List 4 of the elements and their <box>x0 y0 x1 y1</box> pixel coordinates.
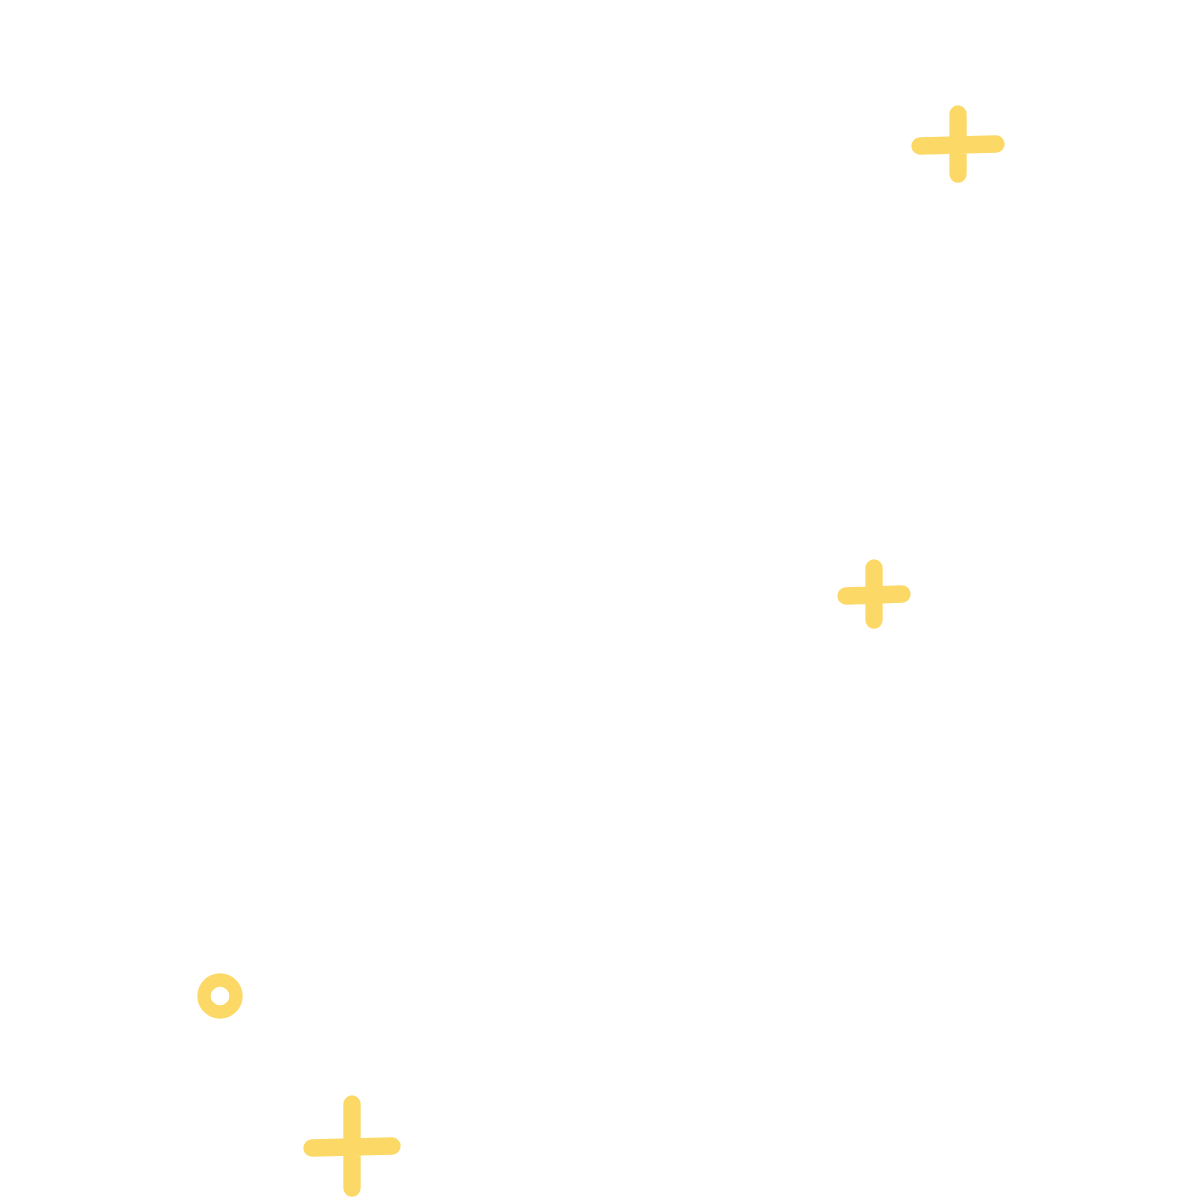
cross-mark <box>837 559 911 629</box>
ring-mark <box>197 973 243 1019</box>
cross-mark <box>911 105 1005 183</box>
cross-mark <box>303 1095 401 1197</box>
